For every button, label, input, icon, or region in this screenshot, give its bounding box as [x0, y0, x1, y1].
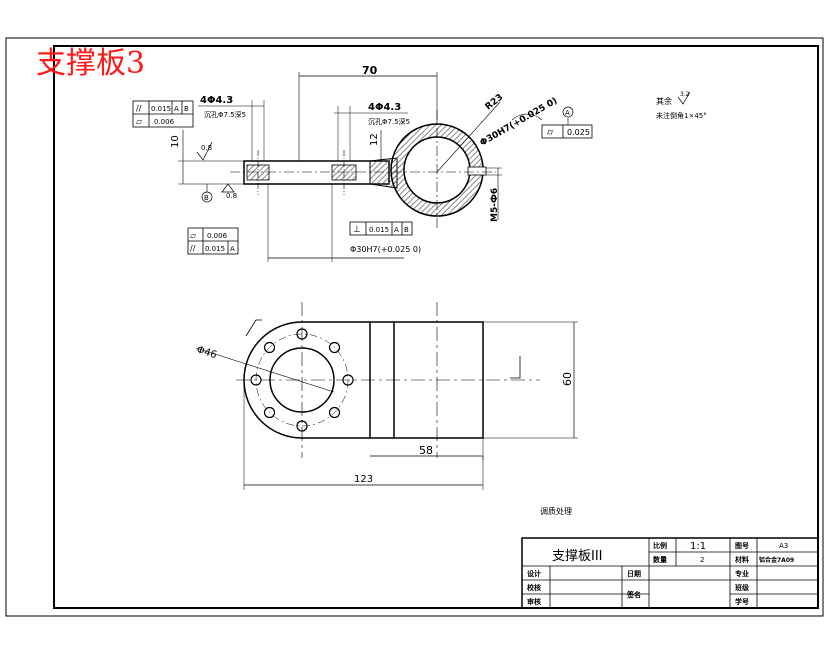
dim-pcd: Φ46 — [195, 344, 218, 361]
tb-part-name: 支撑板III — [552, 549, 603, 564]
gdt-frame-right — [541, 124, 593, 139]
datum-b-circle-icon — [201, 191, 213, 203]
datum-a-circle-icon — [562, 106, 574, 118]
hole-callout-right: 4Φ4.3 — [368, 102, 401, 113]
surface-finish-bottom-icon — [221, 183, 235, 193]
note-others: 其余 — [656, 96, 672, 106]
plan-view: Φ46 60 58 123 — [195, 302, 578, 490]
note-ra-others: 3.2 — [680, 91, 690, 98]
tb-major: 专业 — [735, 569, 749, 578]
dim-12: 12 — [369, 133, 380, 146]
dim-bottom-fit: Φ30H7(+0.025 0) — [350, 245, 421, 254]
overlay-title: 支撑板3 — [36, 46, 145, 81]
surface-finish-others-icon — [677, 91, 691, 105]
tb-class: 班级 — [735, 583, 750, 592]
plan-outline — [243, 321, 484, 439]
note-heat: 调质处理 — [540, 506, 572, 516]
hole-note-left: 沉孔Φ7.5深5 — [204, 110, 246, 119]
leader-r23 — [436, 101, 501, 173]
title-block-frame — [521, 537, 819, 609]
section-view: 70 4Φ4.3 沉孔Φ7.5深5 4Φ4.3 沉孔Φ7.5深5 10 12 R… — [132, 64, 593, 262]
gdt-tl-r1-sym: // — [136, 104, 142, 113]
section-arrow-top-icon — [245, 319, 262, 337]
gdt-frame-center — [349, 221, 413, 236]
tb-date: 日期 — [627, 569, 641, 578]
leader-pcd — [195, 347, 335, 393]
bolt-hole — [263, 341, 276, 354]
gdt-bl-r2-a: A — [230, 245, 235, 253]
gdt-bl-r1-val: 0.006 — [207, 232, 228, 240]
note-chamfer: 未注倒角1×45° — [656, 111, 707, 120]
gdt-c-val: 0.015 — [369, 226, 389, 234]
gdt-tl-r1-a: A — [174, 105, 179, 113]
dim-10: 10 — [170, 135, 181, 148]
tb-approve: 审核 — [527, 597, 541, 606]
plan-bolt-holes — [250, 328, 354, 432]
tb-qty: 2 — [700, 556, 704, 564]
bolt-hole — [328, 341, 341, 354]
gdt-right-value: 0.025 — [567, 128, 590, 137]
gdt-tl-r2-val: 0.006 — [154, 118, 175, 126]
gdt-c-sym: ⊥ — [353, 225, 361, 235]
gdt-tl-r1-val: 0.015 — [151, 105, 171, 113]
gdt-c-b: B — [404, 226, 409, 234]
gdt-tl-r2-sym: ▱ — [136, 117, 143, 126]
datum-b: B — [204, 194, 209, 202]
ra-left: 0.8 — [201, 144, 212, 152]
ra-bottom: 0.8 — [226, 192, 237, 200]
tb-design: 设计 — [527, 569, 541, 578]
bolt-hole — [263, 406, 276, 419]
datum-a-top: A — [565, 109, 570, 117]
section-arrow-right-icon — [510, 356, 521, 379]
tb-scale-label: 比例 — [653, 541, 667, 550]
dim-70: 70 — [362, 64, 378, 77]
gdt-c-a: A — [394, 226, 399, 234]
dim-60: 60 — [561, 372, 574, 386]
outer-frame — [5, 37, 824, 617]
tb-drawing-no: A3 — [779, 542, 788, 550]
bolt-hole — [328, 406, 341, 419]
dim-m5: M5-Ф6 — [490, 188, 500, 222]
leader-arc-bore — [511, 113, 543, 121]
surface-finish-left-icon — [196, 141, 213, 161]
tb-qty-label: 数量 — [653, 555, 667, 564]
gdt-bl-r2-val: 0.015 — [205, 245, 225, 253]
gdt-bl-r1-sym: ▱ — [190, 231, 197, 240]
title-block: 支撑板III 比例 1:1 图号 A3 数量 2 材料 铝合金7A09 设计 日… — [521, 537, 819, 609]
hole-callout-left: 4Φ4.3 — [200, 95, 233, 106]
tb-material: 铝合金7A09 — [759, 556, 794, 564]
tb-check: 校核 — [527, 583, 541, 592]
hole-note-right: 沉孔Φ7.5深5 — [368, 117, 410, 126]
inner-frame — [53, 45, 819, 609]
m5-slot — [467, 166, 487, 176]
tb-sign: 签名 — [626, 590, 641, 599]
tb-drawing-no-label: 图号 — [735, 541, 749, 550]
gdt-tl-r1-b: B — [184, 105, 189, 113]
gdt-right-symbol: ⌭ — [547, 128, 554, 138]
gdt-bl-r2-sym: // — [190, 244, 196, 253]
tb-material-label: 材料 — [734, 555, 749, 564]
hatch-ring — [390, 123, 484, 217]
dim-58: 58 — [419, 444, 433, 457]
dim-123: 123 — [354, 474, 373, 485]
tb-student-no: 学号 — [735, 597, 749, 606]
tb-scale: 1:1 — [690, 541, 706, 552]
dim-r23: R23 — [484, 92, 505, 112]
